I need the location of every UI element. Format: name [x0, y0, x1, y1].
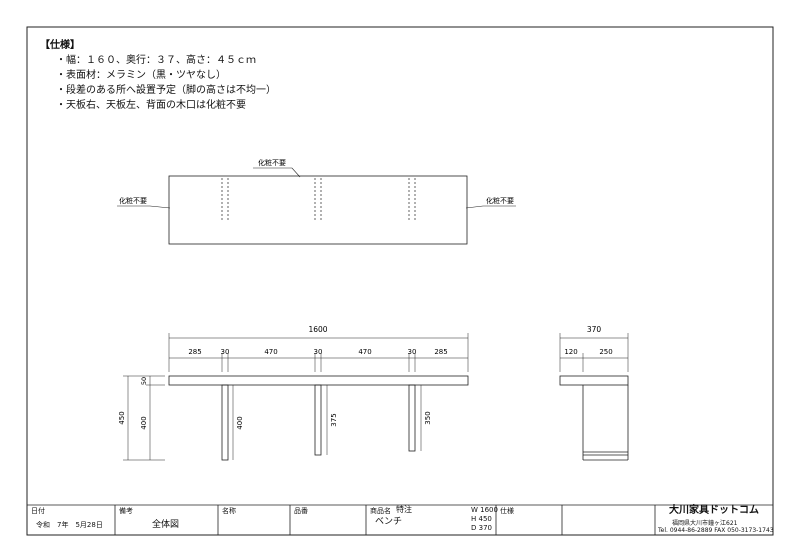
top-view-label-right: 化粧不要 [486, 196, 514, 205]
spec-line-surface: ・表面材：メラミン（黒・ツヤなし） [56, 70, 226, 81]
date-value: 令和 7年 5月28日 [36, 521, 103, 529]
top-view-hidden-legs [221, 178, 416, 222]
side-dimensions [559, 333, 629, 372]
front-seg-2: 30 [221, 348, 230, 356]
side-seg-1: 120 [564, 348, 577, 356]
front-seg-1: 285 [188, 348, 201, 356]
front-height-total: 450 [118, 411, 126, 424]
front-height-lower: 400 [140, 416, 148, 429]
leg-1-height: 400 [236, 416, 244, 429]
side-tabletop [559, 375, 629, 386]
product-name: ベンチ [375, 517, 403, 527]
left-label-leader [117, 205, 171, 209]
front-leg-2 [314, 384, 322, 456]
spec-line-edge: ・天板右、天板左、背面の木口は化粧不要 [56, 100, 246, 111]
front-view [168, 375, 469, 461]
company-address: 福岡県大川市鐘ヶ江621 [672, 520, 738, 527]
remarks-value: 全体図 [152, 520, 180, 530]
spec-label: 仕様 [500, 507, 514, 515]
product-label: 商品名 [370, 507, 391, 515]
leg-3-height: 350 [424, 411, 432, 424]
top-view [117, 167, 516, 245]
leg-2-height: 375 [330, 413, 338, 426]
front-tabletop [168, 375, 469, 386]
front-height-top: 50 [140, 377, 148, 385]
front-leg-3 [408, 384, 416, 452]
dim-width: W 1600 [471, 506, 498, 514]
spec-header: 【仕様】 [40, 40, 80, 51]
side-view [559, 375, 629, 461]
front-seg-6: 30 [408, 348, 417, 356]
title-block-grid [27, 504, 773, 535]
front-seg-7: 285 [434, 348, 447, 356]
top-view-tabletop [168, 175, 468, 245]
front-seg-4: 30 [314, 348, 323, 356]
spec-line-install: ・段差のある所へ設置予定（脚の高さは不均一） [56, 85, 276, 96]
side-seg-2: 250 [599, 348, 612, 356]
date-label: 日付 [31, 507, 45, 515]
front-seg-3: 470 [264, 348, 277, 356]
front-seg-5: 470 [358, 348, 371, 356]
top-view-label-left: 化粧不要 [119, 196, 147, 205]
side-overall: 370 [587, 325, 602, 334]
name-label: 名称 [222, 507, 236, 515]
right-label-leader [465, 205, 516, 209]
top-view-label-top: 化粧不要 [258, 158, 286, 167]
dim-depth: D 370 [471, 524, 492, 532]
front-leg-1 [221, 384, 229, 461]
company-phone: Tel. 0944-86-2889 FAX 050-3173-1743 [658, 527, 774, 534]
front-dimensions [123, 333, 469, 461]
dim-height: H 450 [471, 515, 492, 523]
company-name: 大川家具ドットコム [669, 505, 759, 516]
top-label-leader [253, 167, 301, 178]
front-overall-width: 1600 [308, 325, 327, 334]
spec-line-size: ・幅：１６０、奥行：３７、高さ：４５ｃｍ [56, 55, 256, 66]
spec-notes: 【仕様】 ・幅：１６０、奥行：３７、高さ：４５ｃｍ ・表面材：メラミン（黒・ツヤ… [40, 38, 276, 113]
sheet-border [26, 26, 774, 536]
part-number-label: 品番 [294, 507, 308, 515]
remarks-label: 備考 [119, 507, 133, 515]
product-special: 特注 [396, 505, 412, 514]
